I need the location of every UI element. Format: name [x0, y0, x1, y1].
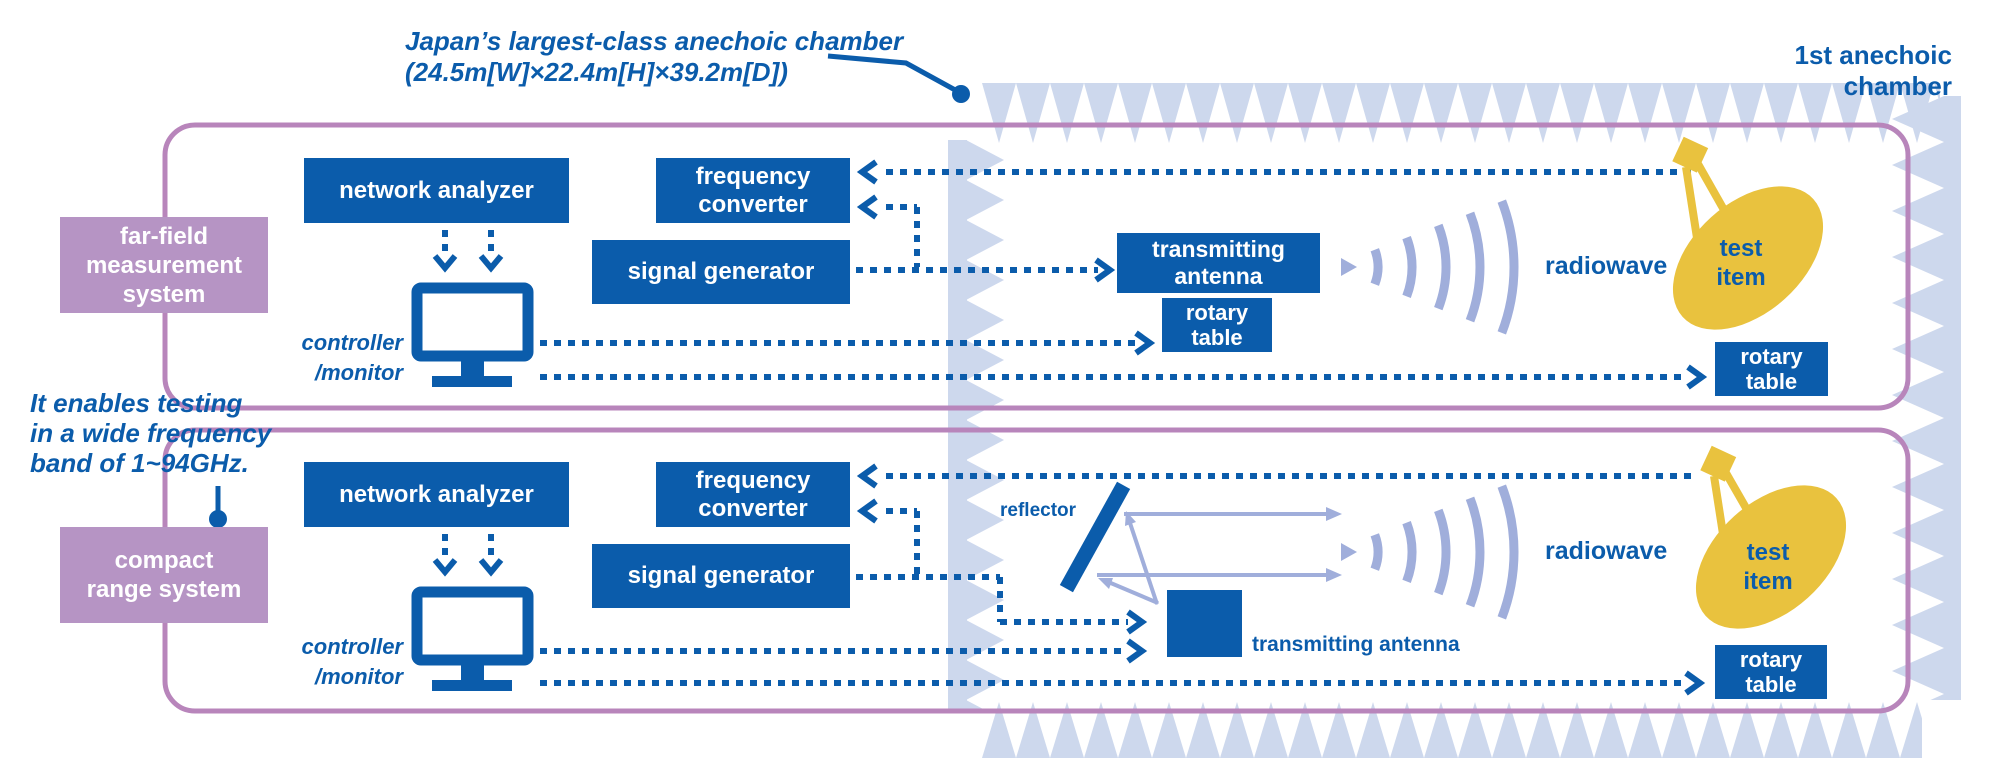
signal-path-arrows-compact-range [432, 463, 1706, 696]
frequency-converter-box: frequency converter [656, 158, 850, 223]
radiowave-label: radiowave [1545, 537, 1668, 565]
monitor-icon [411, 282, 534, 387]
test-item-dish-icon [1695, 445, 1847, 629]
rotary-table-box: rotary table [1715, 342, 1828, 396]
side-note-leader [209, 486, 227, 528]
reflected-beam-rays-icon [1097, 507, 1342, 605]
absorber-wall-top-icon [982, 83, 1940, 143]
far-field-system-label: far-field measurement system [60, 217, 268, 313]
signal-generator-box: signal generator [592, 240, 850, 304]
monitor-icon [411, 586, 534, 691]
rotary-table-box: rotary table [1715, 645, 1827, 699]
reflector-bar-icon [1059, 481, 1131, 593]
chamber-note: Japan’s largest-class anechoic chamber (… [405, 26, 904, 87]
rotary-table-box: rotary table [1162, 298, 1272, 352]
reflector-label: reflector [1000, 500, 1077, 521]
network-analyzer-box: network analyzer [304, 158, 569, 223]
frequency-converter-box: frequency converter [656, 462, 850, 527]
network-analyzer-box: network analyzer [304, 462, 569, 527]
radiowave-arcs-icon [1341, 484, 1519, 620]
test-item-label: test item [1743, 539, 1793, 595]
chamber-note-leader [827, 53, 970, 103]
chamber-title-label: 1st anechoic chamber [1794, 40, 1952, 101]
signal-generator-box: signal generator [592, 544, 850, 608]
transmitting-antenna-label: transmitting antenna [1252, 633, 1460, 656]
test-item-label: test item [1716, 235, 1766, 291]
transmitting-antenna-box: transmitting antenna [1117, 233, 1320, 293]
controller-monitor-label: controller /monitor [301, 634, 403, 689]
controller-monitor-label: controller /monitor [301, 330, 403, 385]
transmitting-antenna-feed-icon [1167, 590, 1242, 657]
signal-path-arrows-far-field [432, 159, 1708, 390]
side-note: It enables testing in a wide frequency b… [30, 388, 272, 478]
radiowave-arcs-icon [1341, 199, 1519, 335]
test-item-dish-icon [1672, 136, 1824, 330]
absorber-wall-left-icon [948, 140, 1004, 710]
radiowave-label: radiowave [1545, 252, 1668, 280]
compact-range-system-label: compact range system [60, 527, 268, 623]
